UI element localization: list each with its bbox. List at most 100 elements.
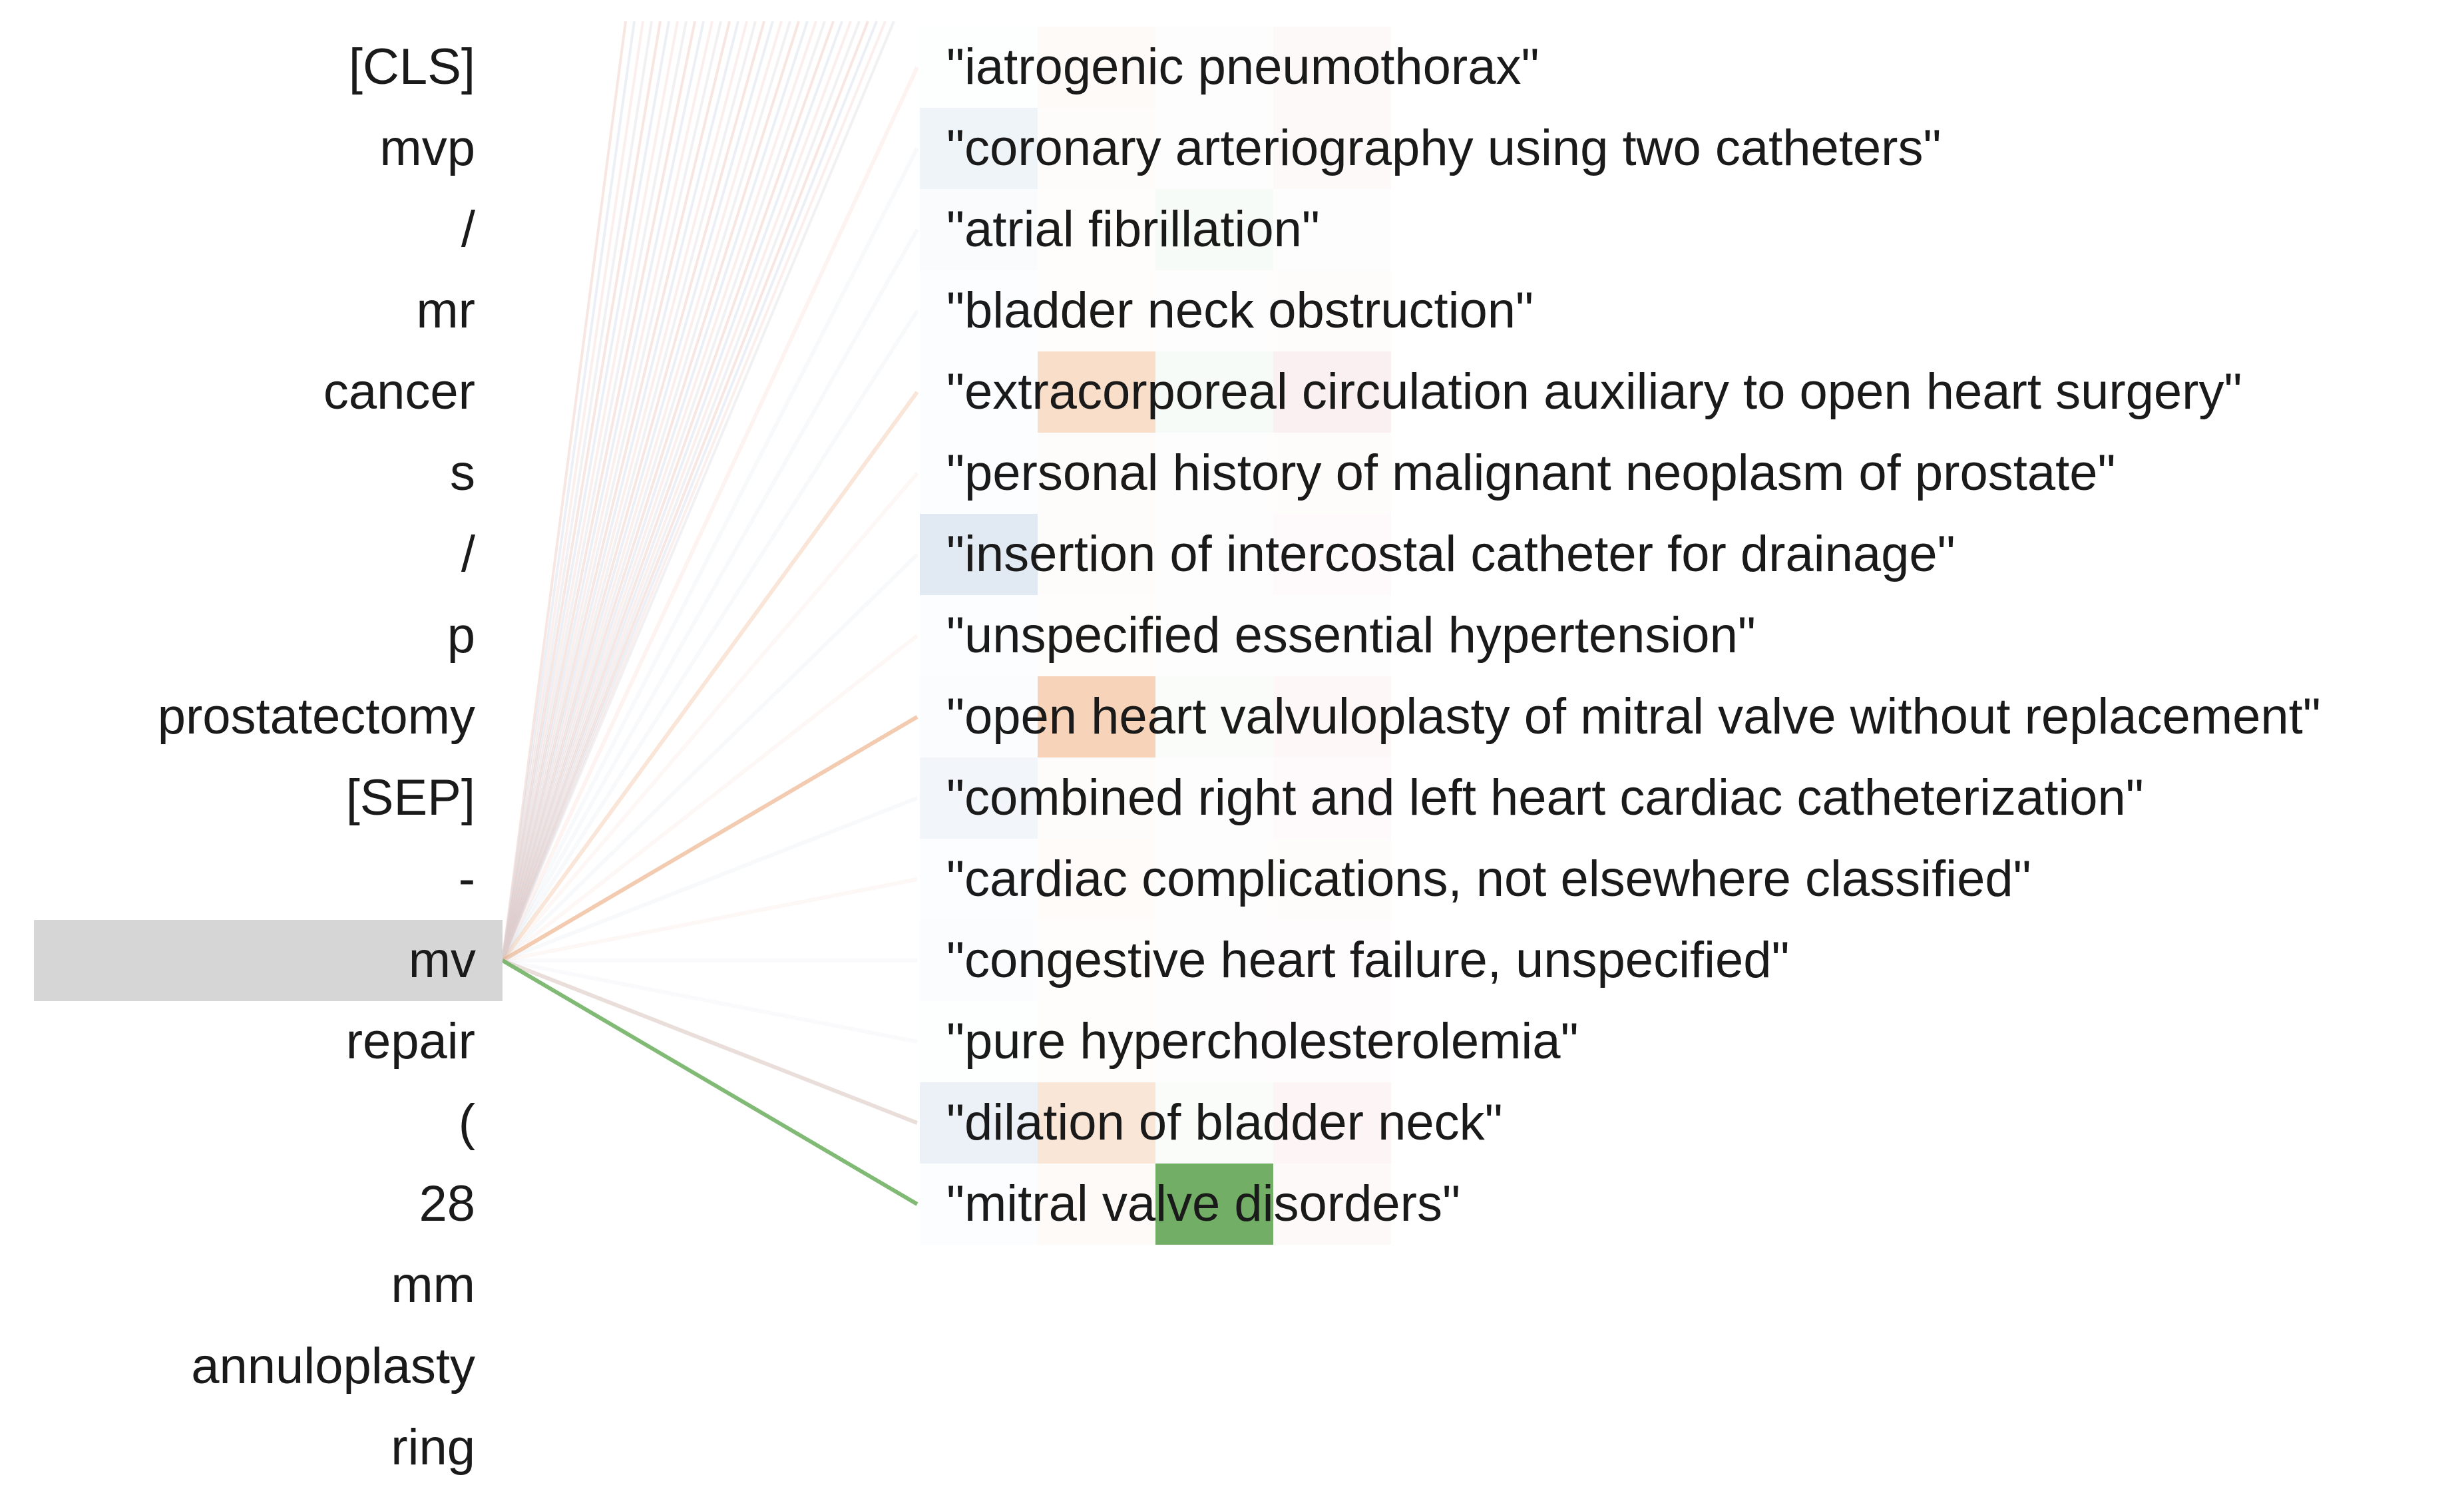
attention-line-background — [501, 21, 895, 961]
attention-head-cell — [1155, 189, 1273, 270]
label-row[interactable]: "iatrogenic pneumothorax" — [920, 27, 2451, 108]
input-token[interactable]: mvp — [379, 120, 475, 176]
input-token[interactable]: / — [461, 526, 475, 582]
input-token[interactable]: ring — [391, 1419, 475, 1476]
label-text: "mitral valve disorders" — [946, 1176, 1460, 1232]
input-token[interactable]: - — [458, 851, 475, 907]
label-row[interactable]: "personal history of malignant neoplasm … — [920, 433, 2451, 514]
input-token[interactable]: ( — [458, 1094, 475, 1151]
attention-head-cell — [1038, 108, 1155, 189]
label-text: "congestive heart failure, unspecified" — [946, 932, 1790, 988]
input-token[interactable]: / — [461, 201, 475, 258]
attention-head-cell — [1038, 27, 1155, 108]
input-token[interactable]: [SEP] — [345, 769, 475, 826]
label-row[interactable]: "insertion of intercostal catheter for d… — [920, 514, 2451, 595]
attention-line — [501, 715, 919, 962]
attention-line-background — [501, 21, 739, 961]
label-text: "extracorporeal circulation auxiliary to… — [946, 363, 2242, 420]
label-text: "bladder neck obstruction" — [946, 282, 1534, 339]
label-row[interactable]: "atrial fibrillation" — [920, 189, 2451, 270]
attention-line — [501, 796, 919, 962]
label-row[interactable]: "extracorporeal circulation auxiliary to… — [920, 351, 2451, 433]
attention-head-cell — [1273, 757, 1391, 839]
attention-line-background — [501, 21, 757, 961]
input-token[interactable]: cancer — [323, 363, 475, 420]
attention-line-background — [501, 21, 644, 961]
input-token[interactable]: prostatectomy — [157, 688, 475, 745]
attention-line — [501, 959, 919, 1125]
input-token[interactable]: 28 — [419, 1176, 475, 1232]
attention-head-cell — [920, 920, 1038, 1001]
label-row[interactable]: "pure hypercholesterolemia" — [920, 1001, 2451, 1082]
input-token[interactable]: mm — [391, 1257, 475, 1313]
label-row[interactable]: "bladder neck obstruction" — [920, 270, 2451, 351]
attention-head-cell — [1273, 270, 1391, 351]
attention-line — [501, 552, 919, 962]
attention-line-background — [501, 21, 679, 961]
label-row[interactable]: "cardiac complications, not elsewhere cl… — [920, 839, 2451, 920]
selected-token[interactable]: mv — [34, 920, 503, 1001]
attention-line-background — [501, 21, 861, 961]
attention-head-cell — [1273, 839, 1391, 920]
attention-line-background — [501, 21, 809, 961]
attention-line-background — [501, 21, 887, 961]
label-text: "personal history of malignant neoplasm … — [946, 445, 2116, 501]
attention-head-cell — [1273, 1164, 1391, 1245]
attention-head-cell — [1038, 351, 1155, 433]
attention-head-cell — [1038, 1164, 1155, 1245]
attention-line-background — [501, 21, 791, 961]
attention-head-cell — [1038, 514, 1155, 595]
attention-head-cell — [920, 189, 1038, 270]
attention-line — [502, 877, 918, 962]
label-text: "insertion of intercostal catheter for d… — [946, 526, 1955, 582]
attention-line — [501, 472, 919, 962]
label-row[interactable]: "dilation of bladder neck" — [920, 1082, 2451, 1164]
attention-line-background — [501, 21, 843, 961]
label-text: "pure hypercholesterolemia" — [946, 1013, 1579, 1070]
attention-line — [501, 391, 919, 962]
attention-head-cell — [1273, 1001, 1391, 1082]
attention-head-cell — [1273, 920, 1391, 1001]
attention-line-background — [501, 21, 800, 961]
input-token[interactable]: s — [450, 445, 475, 501]
attention-head-cell — [920, 676, 1038, 757]
attention-line — [501, 66, 919, 962]
attention-line — [501, 959, 919, 1206]
attention-line-background — [501, 21, 653, 961]
label-text: "atrial fibrillation" — [946, 201, 1320, 258]
attention-head-cell — [920, 514, 1038, 595]
label-row[interactable]: "combined right and left heart cardiac c… — [920, 757, 2451, 839]
attention-head-cell — [1038, 433, 1155, 514]
attention-head-cell — [1273, 27, 1391, 108]
attention-line-background — [501, 21, 662, 961]
label-row[interactable]: "open heart valvuloplasty of mitral valv… — [920, 676, 2451, 757]
attention-line-background — [501, 21, 878, 961]
label-row[interactable]: "mitral valve disorders" — [920, 1164, 2451, 1245]
attention-line-background — [501, 21, 783, 961]
attention-line-background — [501, 21, 714, 961]
input-token[interactable]: mr — [416, 282, 475, 339]
label-text: "unspecified essential hypertension" — [946, 607, 1756, 664]
attention-head-cell — [1038, 676, 1155, 757]
attention-line-background — [501, 21, 688, 961]
label-row[interactable]: "congestive heart failure, unspecified" — [920, 920, 2451, 1001]
attention-line — [501, 634, 919, 962]
attention-line — [501, 147, 919, 962]
attention-line-background — [501, 21, 748, 961]
input-token[interactable]: p — [447, 607, 475, 664]
input-token[interactable]: repair — [345, 1013, 475, 1070]
label-row[interactable]: "coronary arteriography using two cathet… — [920, 108, 2451, 189]
attention-head-cell — [1038, 757, 1155, 839]
attention-line-background — [501, 21, 722, 961]
attention-head-cell — [1273, 351, 1391, 433]
attention-line-background — [501, 21, 774, 961]
input-token[interactable]: [CLS] — [348, 39, 475, 95]
input-token[interactable]: annuloplasty — [191, 1338, 475, 1394]
attention-line — [502, 959, 918, 1044]
attention-head-cell — [1273, 108, 1391, 189]
attention-head-cell — [1155, 676, 1273, 757]
label-row[interactable]: "unspecified essential hypertension" — [920, 595, 2451, 676]
attention-line-background — [501, 21, 817, 961]
